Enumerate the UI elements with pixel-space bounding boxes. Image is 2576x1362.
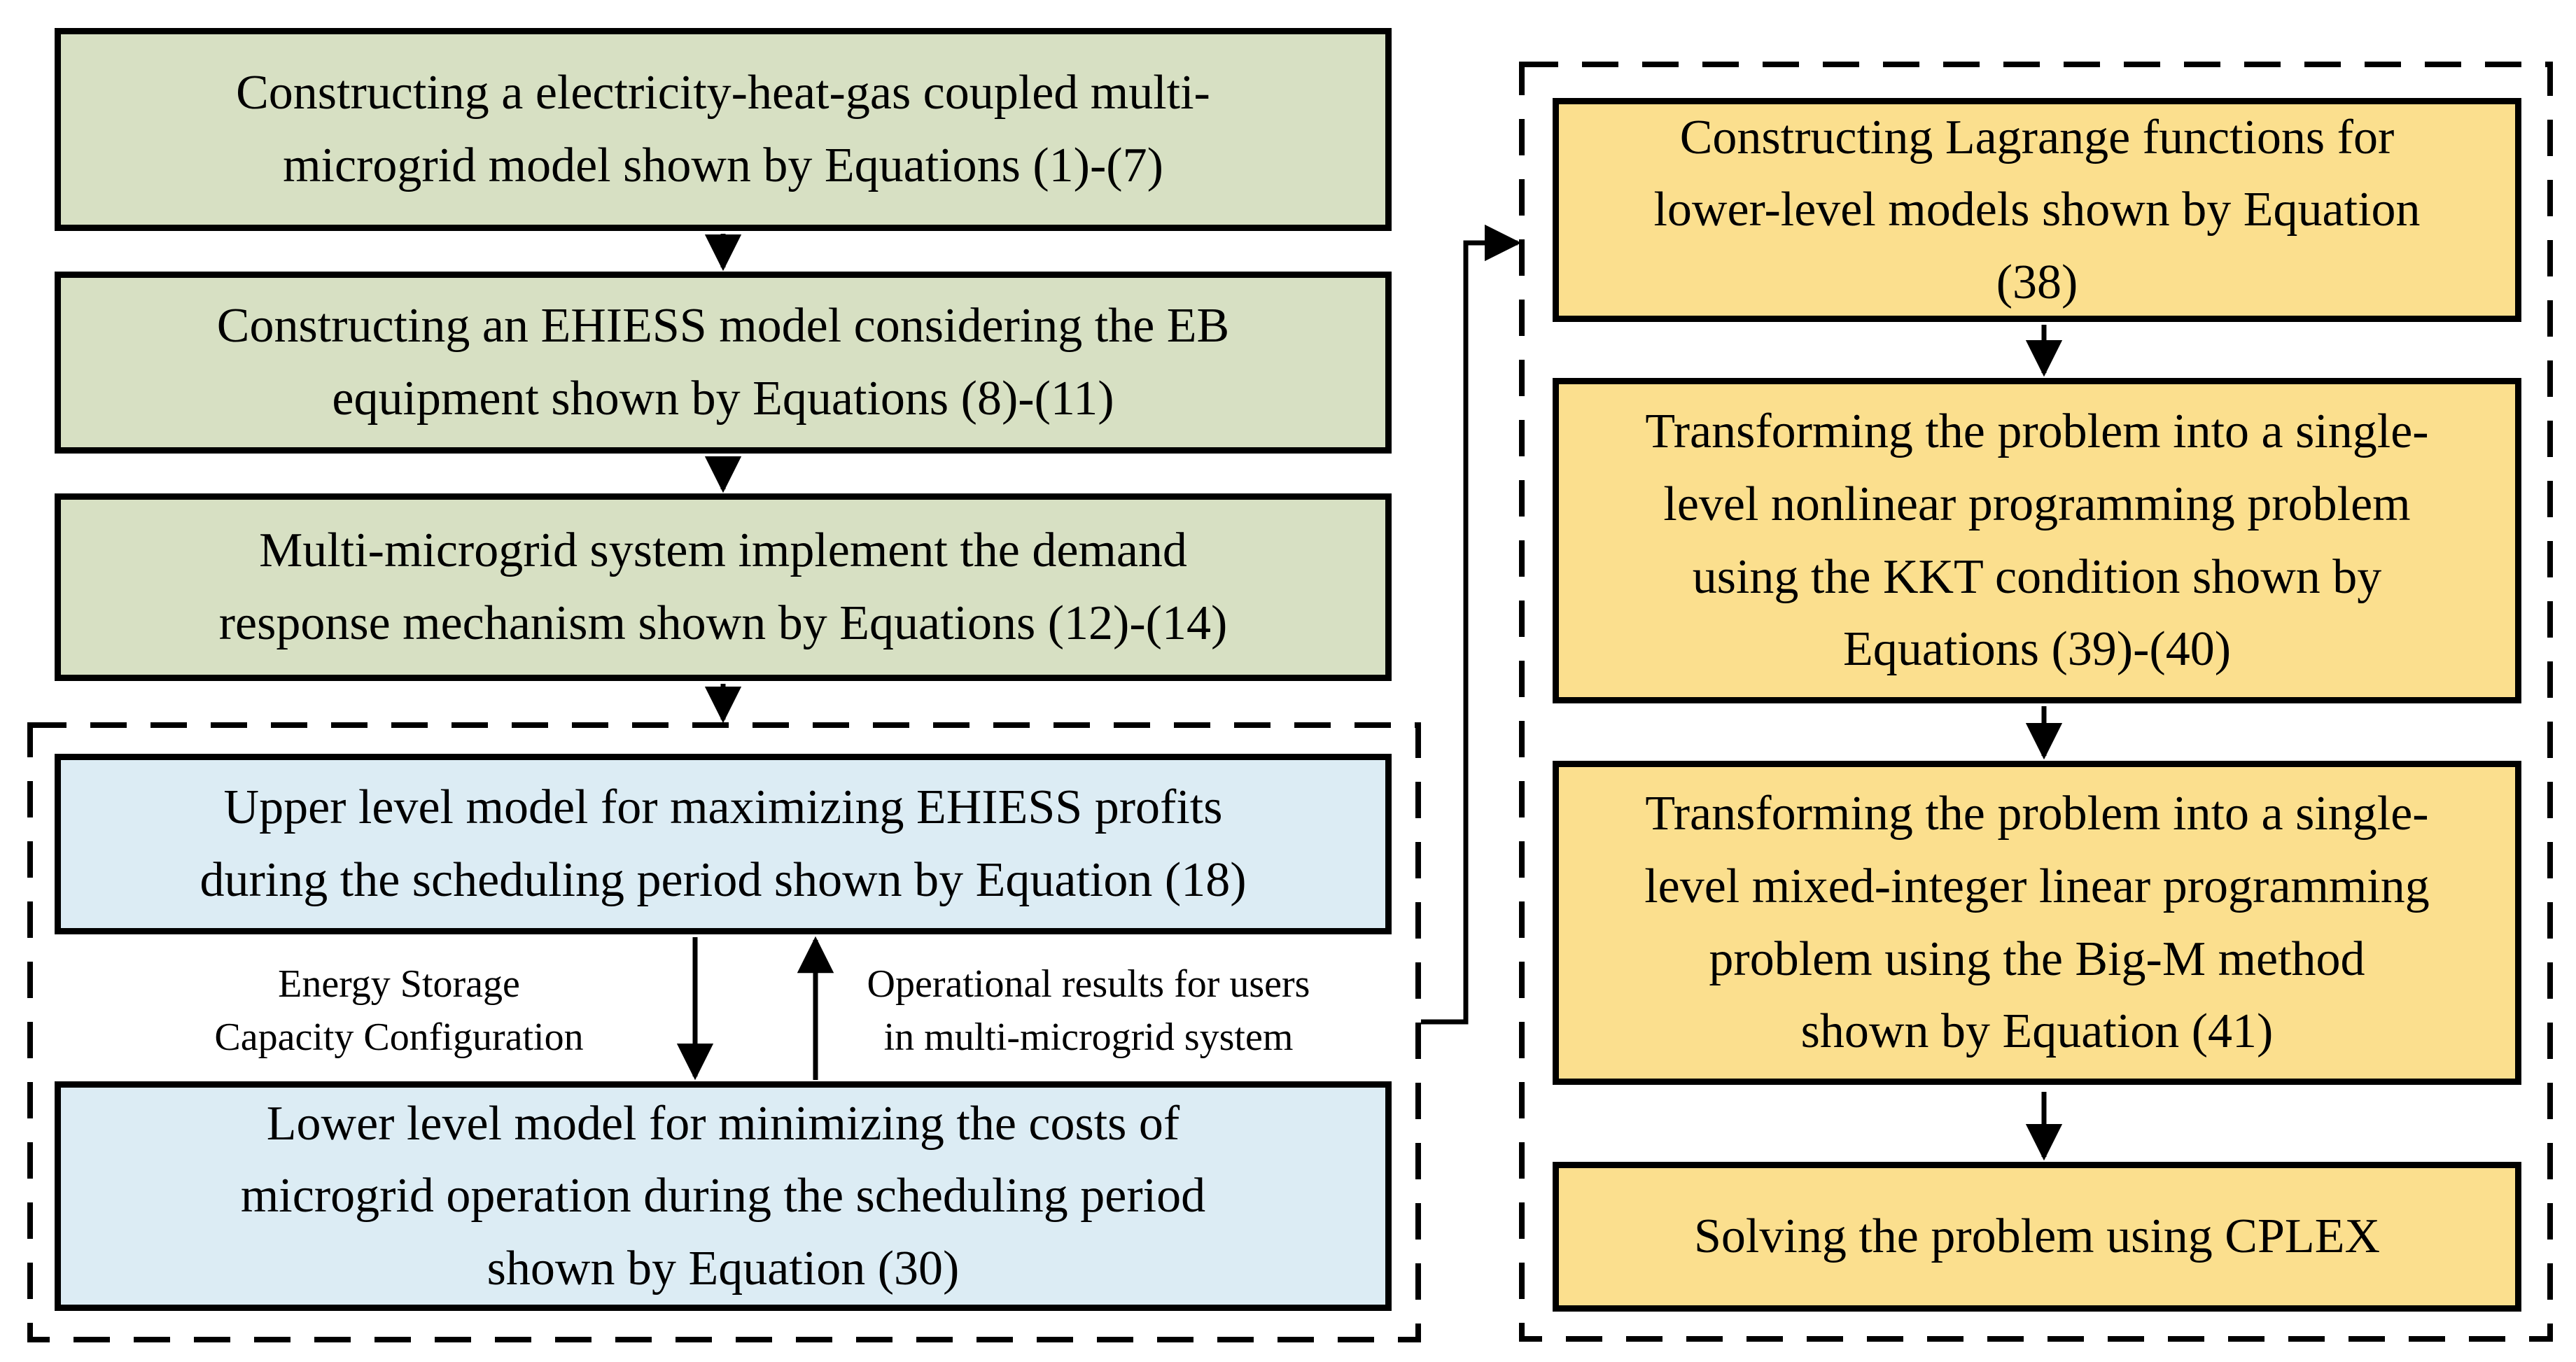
upper-level-model-text: Upper level model for maximizing EHIESS … xyxy=(200,780,1247,907)
elbow-connector-arrow-icon xyxy=(1421,224,1522,1025)
solve-box-cplex: Solving the problem using CPLEX xyxy=(1553,1162,2521,1312)
solve-box-text: Transforming the problem into a single- … xyxy=(1644,787,2430,1059)
step-box-multi-microgrid-model: Constructing a electricity-heat-gas coup… xyxy=(55,28,1392,231)
step-box-ehiess-model: Constructing an EHIESS model considering… xyxy=(55,272,1392,454)
operational-results-label: Operational results for users in multi-m… xyxy=(844,948,1334,1074)
solve-box-text: Solving the problem using CPLEX xyxy=(1694,1209,2380,1264)
upper-level-model-box: Upper level model for maximizing EHIESS … xyxy=(55,754,1392,934)
solve-box-text: Constructing Lagrange functions for lowe… xyxy=(1653,110,2421,309)
step-box-demand-response: Multi-microgrid system implement the dem… xyxy=(55,493,1392,681)
solve-box-big-m-transformation: Transforming the problem into a single- … xyxy=(1553,761,2521,1085)
energy-storage-capacity-label: Energy Storage Capacity Configuration xyxy=(119,948,679,1074)
step-box-text: Constructing an EHIESS model considering… xyxy=(216,299,1230,426)
energy-storage-capacity-label-text: Energy Storage Capacity Configuration xyxy=(214,962,584,1059)
step-box-text: Multi-microgrid system implement the dem… xyxy=(218,524,1228,650)
solve-box-text: Transforming the problem into a single- … xyxy=(1645,405,2429,677)
step-box-text: Constructing a electricity-heat-gas coup… xyxy=(236,66,1210,192)
lower-level-model-box: Lower level model for minimizing the cos… xyxy=(55,1081,1392,1311)
operational-results-label-text: Operational results for users in multi-m… xyxy=(867,962,1310,1059)
lower-level-model-text: Lower level model for minimizing the cos… xyxy=(240,1096,1206,1296)
solve-box-kkt-transformation: Transforming the problem into a single- … xyxy=(1553,378,2521,703)
solve-box-lagrange-functions: Constructing Lagrange functions for lowe… xyxy=(1553,98,2521,322)
